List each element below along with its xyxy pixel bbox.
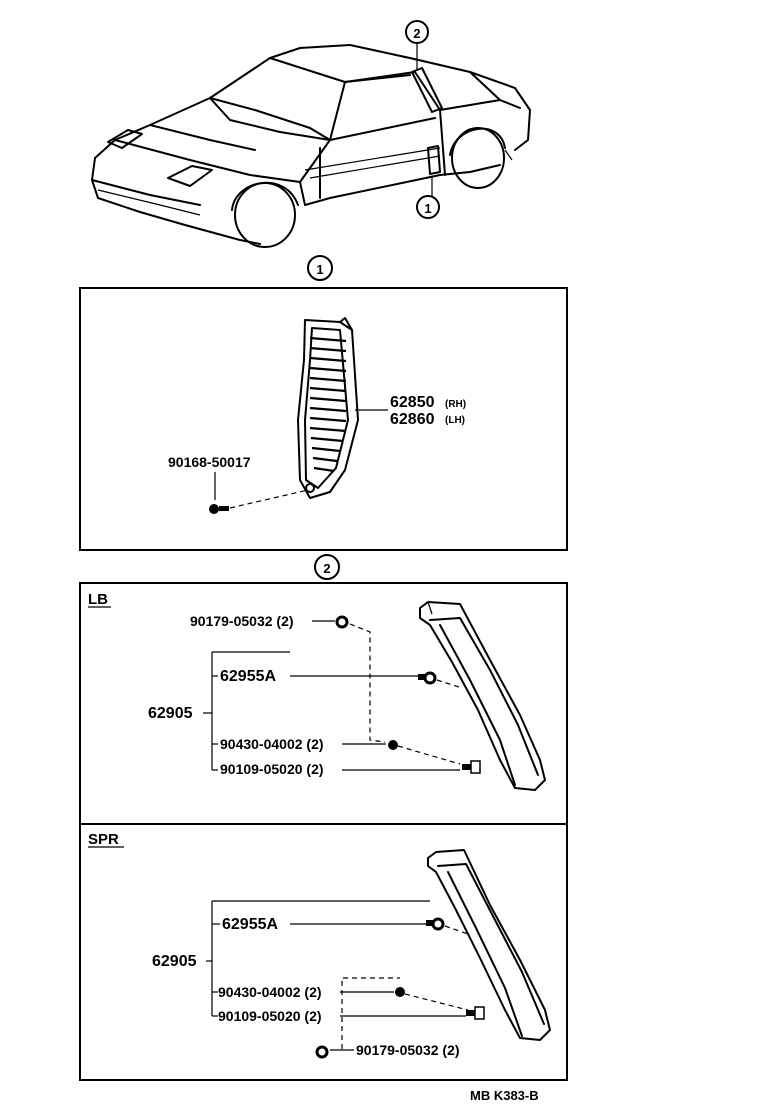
vent-slat (312, 456, 338, 463)
vent-slat (309, 336, 347, 343)
spr-nut-90430-icon (395, 987, 405, 997)
lb-part-62955a: 62955A (220, 668, 276, 685)
lb-part-90109: 90109-05020 (2) (220, 761, 324, 777)
section-2-callout: 2 (314, 554, 340, 580)
vent-slat (309, 366, 347, 373)
screw-icon (209, 504, 229, 514)
vent-slat (309, 396, 347, 403)
side-vent-part (297, 317, 359, 499)
part-62860: 62860 (390, 411, 435, 428)
lb-screw-90109-icon (462, 760, 481, 774)
lb-clip-62955a-icon (418, 671, 437, 685)
callout-2-top: 2 (405, 20, 429, 44)
lb-label: LB (88, 591, 108, 608)
vent-slat (309, 416, 347, 423)
vent-slat (309, 426, 347, 433)
spr-part-90430: 90430-04002 (2) (218, 984, 322, 1000)
spr-part-90109: 90109-05020 (2) (218, 1008, 322, 1024)
section-1-number: 1 (316, 262, 323, 277)
part-62850-side: (RH) (445, 399, 466, 410)
section-1-box (79, 287, 568, 551)
vent-slat (310, 436, 344, 443)
part-62860-side: (LH) (445, 415, 465, 426)
section-1-callout: 1 (307, 255, 333, 281)
vent-slat (309, 386, 347, 393)
spr-clip-90179-icon (315, 1045, 329, 1059)
vent-slat (309, 376, 347, 383)
spr-part-90179: 90179-05032 (2) (356, 1042, 460, 1058)
lb-clip-90179-icon (335, 615, 349, 629)
vent-slat (309, 406, 347, 413)
lb-nut-90430-icon (388, 740, 398, 750)
spr-clip-62955a-icon (426, 917, 445, 931)
lb-dashed-90179 (349, 623, 386, 743)
part-62850: 62850 (390, 394, 435, 411)
spr-assembly-62905: 62905 (152, 953, 197, 970)
figure-reference: MB K383-B (470, 1088, 539, 1103)
callout-1-top: 1 (416, 195, 440, 219)
vent-slat (309, 346, 347, 353)
vent-slat (311, 446, 341, 453)
spr-label: SPR (88, 831, 119, 848)
lb-part-90430: 90430-04002 (2) (220, 736, 324, 752)
spr-part-62955a: 62955A (222, 916, 278, 933)
part-90168-50017: 90168-50017 (168, 454, 251, 470)
lb-strip-part (419, 601, 546, 791)
spr-dashed-90179 (341, 977, 400, 1049)
section-2-box (79, 582, 568, 1081)
spr-screw-90109-icon (466, 1006, 485, 1020)
lb-assembly-62905: 62905 (148, 705, 193, 722)
callout-1-label: 1 (424, 201, 431, 216)
spr-strip-part (427, 849, 551, 1041)
callout-2-label: 2 (413, 26, 420, 41)
car-illustration (91, 44, 531, 248)
screw-dashed-line (229, 489, 309, 509)
vent-slat (309, 356, 347, 363)
lb-part-90179: 90179-05032 (2) (190, 613, 294, 629)
vent-slat (313, 466, 335, 473)
section-2-number: 2 (323, 561, 330, 576)
